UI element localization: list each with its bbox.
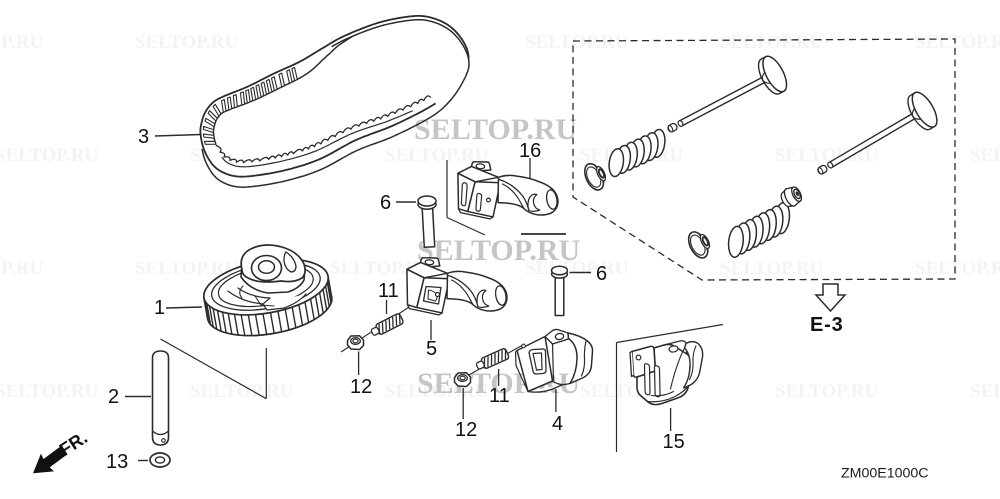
svg-text:SELTOP.RU: SELTOP.RU — [135, 258, 239, 279]
svg-text:1: 1 — [154, 297, 165, 319]
svg-text:SELTOP.RU: SELTOP.RU — [720, 32, 824, 53]
svg-text:3: 3 — [138, 126, 149, 148]
svg-text:SELTOP.RU: SELTOP.RU — [915, 258, 1000, 279]
svg-text:SELTOP.RU: SELTOP.RU — [414, 113, 577, 146]
svg-text:SELTOP.RU: SELTOP.RU — [385, 145, 489, 166]
svg-text:SELTOP.RU: SELTOP.RU — [0, 258, 44, 279]
svg-text:5: 5 — [426, 338, 437, 360]
svg-text:SELTOP.RU: SELTOP.RU — [385, 381, 489, 402]
svg-text:SELTOP.RU: SELTOP.RU — [915, 32, 1000, 53]
svg-text:SELTOP.RU: SELTOP.RU — [525, 32, 629, 53]
svg-text:6: 6 — [596, 263, 607, 285]
svg-text:4: 4 — [552, 413, 563, 435]
svg-text:SELTOP.RU: SELTOP.RU — [525, 258, 629, 279]
svg-text:SELTOP.RU: SELTOP.RU — [0, 145, 99, 166]
svg-text:SELTOP.RU: SELTOP.RU — [417, 234, 580, 267]
svg-text:12: 12 — [350, 376, 372, 398]
svg-text:SELTOP.RU: SELTOP.RU — [970, 381, 1000, 402]
svg-text:13: 13 — [106, 451, 128, 473]
svg-text:SELTOP.RU: SELTOP.RU — [0, 32, 44, 53]
svg-text:11: 11 — [489, 385, 510, 407]
svg-text:SELTOP.RU: SELTOP.RU — [0, 381, 99, 402]
svg-text:SELTOP.RU: SELTOP.RU — [775, 381, 879, 402]
svg-text:SELTOP.RU: SELTOP.RU — [720, 258, 824, 279]
svg-text:12: 12 — [455, 419, 477, 441]
svg-text:ZM00E1000C: ZM00E1000C — [841, 466, 929, 482]
svg-text:16: 16 — [519, 140, 541, 162]
svg-text:15: 15 — [663, 431, 685, 453]
svg-text:E-3: E-3 — [810, 314, 844, 336]
svg-text:SELTOP.RU: SELTOP.RU — [135, 32, 239, 53]
svg-text:6: 6 — [380, 192, 391, 214]
svg-text:2: 2 — [108, 386, 119, 408]
svg-text:SELTOP.RU: SELTOP.RU — [970, 145, 1000, 166]
svg-text:SELTOP.RU: SELTOP.RU — [190, 381, 294, 402]
svg-text:11: 11 — [378, 280, 399, 302]
